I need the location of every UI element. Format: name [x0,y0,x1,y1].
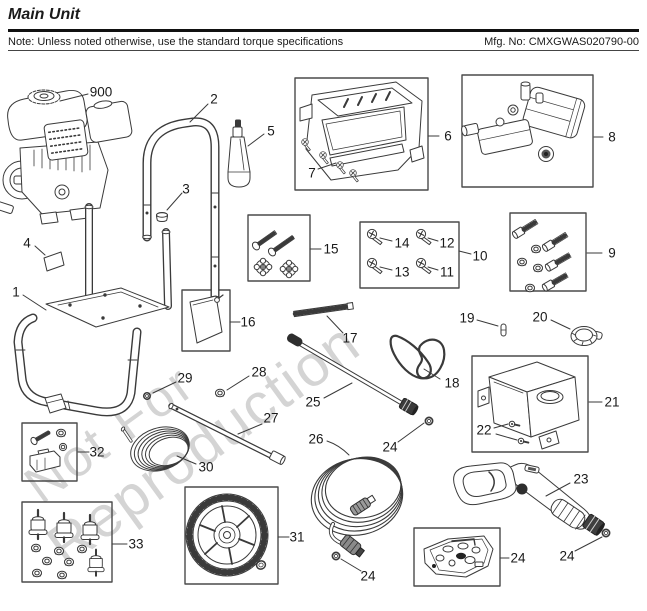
screw-kit-illustration [366,228,432,275]
part-box-9 [509,212,587,292]
plate-illustration [189,294,224,344]
spray-gun-illustration [453,462,605,536]
frame-illustration [13,203,172,417]
part-box-33 [21,501,113,583]
tank-illustration [477,361,580,450]
axle-illustration [168,402,286,466]
leader-lines [22,93,604,572]
foot-kit-illustration [29,428,68,473]
header-rule-thick [8,29,639,32]
hose-illustration [310,456,404,558]
part-box-32 [21,422,78,482]
tank-screws-illustration [508,420,530,445]
part-box-10 [359,221,460,289]
pump-illustration [461,81,586,162]
engine-illustration [0,89,133,225]
part-box-21 [471,355,589,453]
part-boxes [21,74,594,587]
pin-illustration [500,323,507,337]
part-box-31 [184,486,279,585]
handle-illustration [142,117,220,303]
torque-note: Note: Unless noted otherwise, use the st… [8,36,344,48]
bolt-kit-illustration [511,218,571,292]
label-sticker-illustration [43,251,65,272]
page-title: Main Unit [8,6,80,23]
kit-bag-illustration [423,535,494,578]
hardware-kit-illustration [251,230,299,279]
lance-illustration [287,333,419,416]
lance-fitting-illustration [424,416,434,426]
header-rule-thin [8,50,639,51]
wire-clip-illustration [389,334,446,380]
part-box-6 [294,77,429,191]
handle-cap-illustration [156,212,168,222]
nut-illustration [215,388,225,398]
part-box-16 [181,289,231,352]
cap-illustration [570,326,603,346]
hose-fitting-illustration [331,551,341,561]
threaded-rod-illustration [292,302,354,318]
part-box-24 [413,527,501,587]
coil-tube-illustration [120,426,190,472]
nozzle-cone-illustration [227,119,251,188]
gun-oring-illustration [601,528,611,538]
wheel-illustration [185,493,269,577]
mfg-number: Mfg. No: CMXGWAS020790-00 [484,36,639,48]
part-box-15 [247,214,311,282]
panel-illustration [299,81,425,183]
